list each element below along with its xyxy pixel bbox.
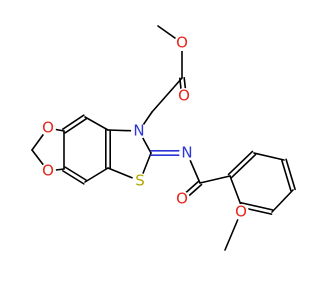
atom-o-methoxy-label: O <box>235 203 247 221</box>
atom-label-layer: O O N S N O O O <box>40 34 249 221</box>
bond-b2-b3 <box>253 152 285 161</box>
bond-ca-b1 <box>199 175 231 184</box>
atom-o-dioxole-bottom-label: O <box>42 162 54 180</box>
bond-b4-b5 <box>271 189 294 213</box>
atom-o-dioxole-bottom: O <box>40 162 56 180</box>
atom-s-ring: S <box>132 172 148 190</box>
atom-n-ring-label: N <box>133 122 144 140</box>
bond-c4-c5 <box>61 114 85 130</box>
molecule-structure-diagram: O O N S N O O O <box>31 25 296 251</box>
bond-b3-b4 <box>285 158 296 191</box>
bond-b6-b1 <box>229 175 242 206</box>
bond-c6-c7 <box>62 170 85 185</box>
bond-cc-ch2 <box>151 77 183 113</box>
atom-s-ring-label: S <box>135 172 145 190</box>
bond-c6-c7 <box>64 166 87 181</box>
bond-b1-b2 <box>230 153 257 179</box>
atom-n-imine: N <box>179 144 195 162</box>
atom-o-dioxole-top: O <box>40 119 56 137</box>
atom-o-methoxy: O <box>233 203 249 221</box>
bond-c4-c5 <box>64 118 88 134</box>
atom-n-ring: N <box>131 122 147 140</box>
bond-b3-b4 <box>281 159 292 192</box>
bond-c3a-c4 <box>84 116 109 131</box>
atom-o-dioxole-top-label: O <box>42 119 54 137</box>
bond-b5-b6 <box>240 202 274 211</box>
bond-c7-c7a <box>84 167 109 183</box>
atom-o-ester-carbonyl: O <box>176 87 192 105</box>
atom-o-amide: O <box>174 190 190 208</box>
atom-o-ester-carbonyl-label: O <box>178 87 190 105</box>
atom-n-imine-label: N <box>181 144 192 162</box>
bond-layer <box>31 25 296 251</box>
bond-b1-b2 <box>227 150 254 176</box>
atom-o-amide-label: O <box>176 190 188 208</box>
atom-o-ester-ether-label: O <box>176 34 188 52</box>
atom-o-ester-ether: O <box>174 34 190 52</box>
